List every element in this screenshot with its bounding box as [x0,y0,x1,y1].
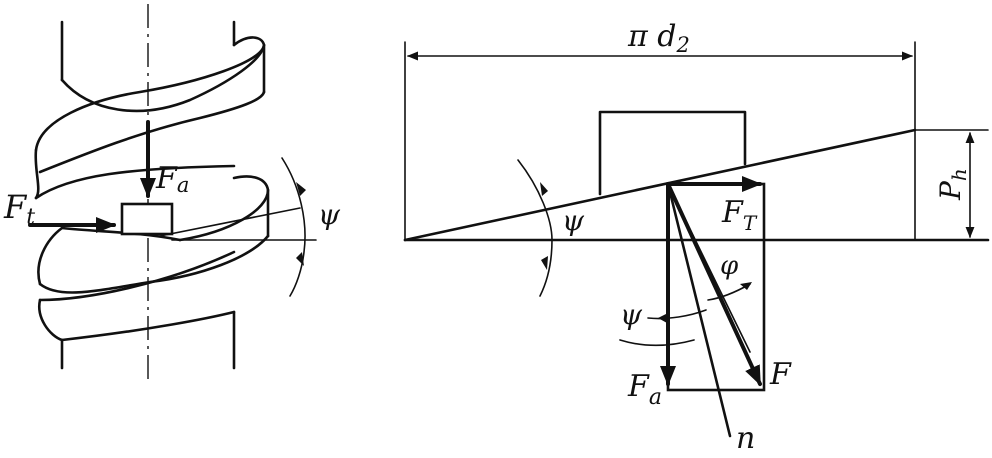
incline-psi-arrow-top [540,182,548,196]
thread-bottom-left-curl [38,298,64,342]
thread-lower-left-rim [37,226,64,286]
incline-line [403,128,917,242]
incline-psi-arrow-bottom [541,256,548,270]
label-F: F [769,357,792,392]
thread-lower-top [60,226,182,242]
psi-arc-arrow-bottom [296,252,304,266]
psi-angle-arc [281,157,306,297]
force-psi-arc-lower [619,339,695,347]
thread-bottom-under [38,250,236,302]
force-psi-arc [647,309,707,320]
force-F-arrow [666,182,762,386]
friction-construction-line [667,183,751,353]
label-phi: φ [720,251,739,281]
helix-tangent-line [159,207,301,237]
psi-arc-arrow-top [296,182,306,196]
label-n: n [736,421,755,456]
label-pi-d2: π d2 [627,19,690,57]
thread-bottom-front [60,310,236,342]
block-on-incline [598,110,747,196]
nut-block [120,202,174,236]
force-psi-arrow [658,313,668,323]
thread-lower-bottom-edge [38,234,270,294]
thread-upper-left-rim [34,148,40,200]
label-psi-force: ψ [620,298,643,331]
label-FT: FT [721,195,758,235]
label-psi-left: ψ [318,198,341,231]
label-Ph: Ph [934,168,971,201]
thread-upper-top-edge [34,43,266,152]
label-Ft: Ft [3,188,35,230]
thread-upper-bottom-edge [38,90,266,174]
thread-mid-under [34,164,236,200]
screw-view: Ft Fa ψ [3,4,341,384]
phi-arc-arrow [740,282,752,290]
thread-upper-front [60,36,266,113]
thread-lower-right-front [178,175,270,242]
inclined-plane-view: π d2 Ph ψ φ ψ [403,19,990,456]
incline-psi-arc [517,159,553,297]
label-psi-incline: ψ [562,204,585,237]
label-Fa-right: Fa [627,369,662,410]
label-Fa-left: Fa [155,161,189,197]
normal-line-n [666,182,732,438]
